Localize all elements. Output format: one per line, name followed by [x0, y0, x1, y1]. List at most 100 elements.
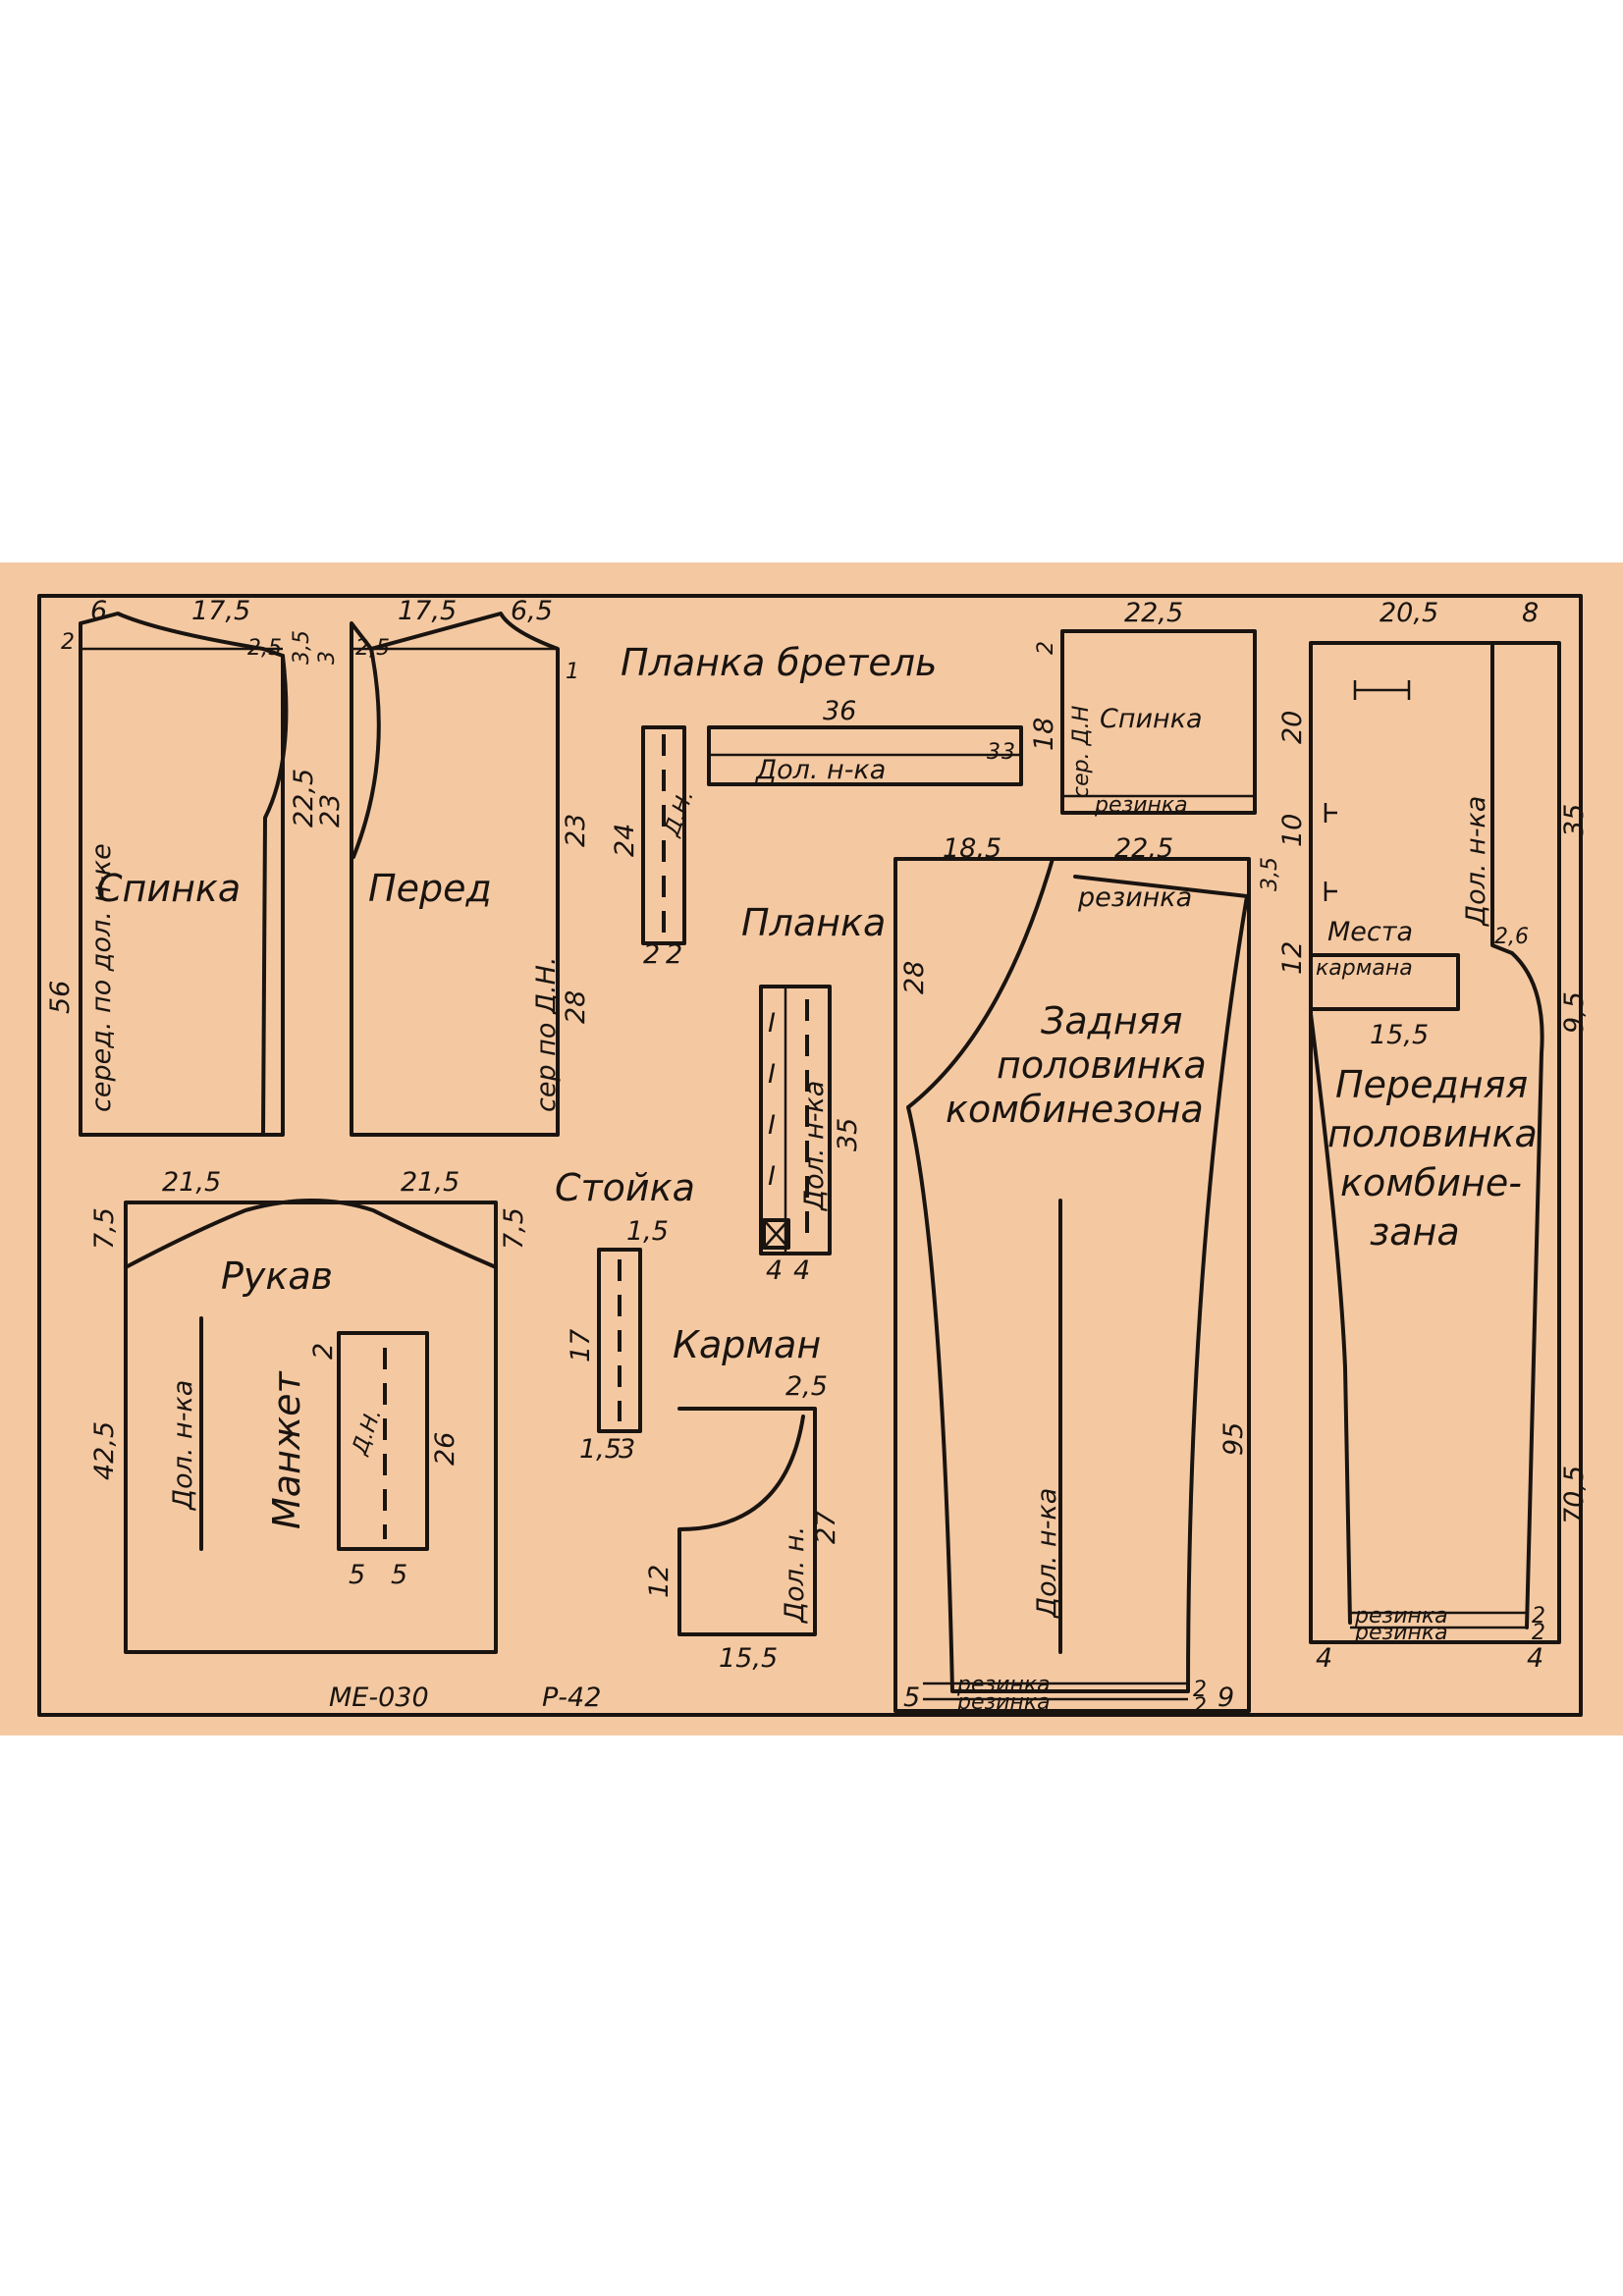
- placket-piece: Планка I I I I Дол. н-ка 35 4 4: [741, 901, 886, 1286]
- front-half-grain: Дол. н-ка: [1461, 796, 1491, 927]
- pocket-dim-height: 12: [644, 1565, 675, 1598]
- placket-dim-w2: 4: [793, 1255, 810, 1286]
- front-half-hem-band-1: резинка: [1354, 1604, 1448, 1629]
- stand-dim-top: 1,5: [626, 1216, 669, 1247]
- back-bodice-dim-side: 23: [315, 794, 346, 828]
- stand-piece: Стойка 1,5 17 1,5 3: [555, 1166, 695, 1465]
- back-half-title-line2: половинка: [997, 1043, 1207, 1087]
- cuff-dim-length: 26: [430, 1432, 460, 1466]
- front-half-pocket-line2: кармана: [1316, 956, 1413, 981]
- pocket-piece: Карман 2,5 12 Дол. н. 27 15,5: [644, 1323, 841, 1674]
- back-bodice-title: Спинка: [96, 867, 241, 910]
- back-half-band: резинка: [1077, 882, 1192, 913]
- back-half-dim-hem-left: 5: [903, 1682, 920, 1713]
- back-bodice-dim-top-right-2: 3: [315, 651, 340, 665]
- back-half-dim-crotch: 28: [899, 961, 930, 994]
- back-top-piece: 22,5 Спинка резинка сер. Д.Н 2 18: [1029, 598, 1257, 818]
- back-bodice-dim-length: 56: [45, 981, 76, 1014]
- back-half-dim-band: 3,5: [1258, 857, 1282, 891]
- pocket-dim-width: 15,5: [719, 1643, 778, 1674]
- back-top-title: Спинка: [1100, 704, 1203, 734]
- front-half-dim-bib: 20: [1277, 711, 1308, 744]
- front-half-title-line3: комбине-: [1340, 1161, 1522, 1204]
- pattern-drawing: 6 17,5 2 2,5 3,5 3 22,5 23 56 серед. по …: [0, 562, 1623, 1735]
- placket-mark-4: I: [768, 1161, 776, 1192]
- cuff-title: Манжет: [265, 1369, 308, 1529]
- strap-title: Планка бретель: [621, 641, 937, 684]
- back-bodice-fold-label: серед. по дол. н-ке: [86, 843, 117, 1112]
- sleeve-dim-cap-right: 7,5: [499, 1207, 529, 1250]
- back-bodice-dim-top-right: 3,5: [290, 630, 314, 665]
- paper-background: [0, 562, 1623, 1735]
- front-half-dim-crotch: 9,5: [1559, 991, 1590, 1034]
- front-bodice-dim-small: 1: [566, 660, 579, 684]
- front-half-dim-pocket-side: 12: [1277, 941, 1308, 975]
- strap-dim-width: 3: [987, 740, 1001, 765]
- back-top-dim-height: 18: [1029, 718, 1059, 751]
- back-top-dim-width: 22,5: [1124, 598, 1183, 628]
- sheet-border: [37, 594, 1583, 1717]
- placket-mark-2: I: [768, 1059, 776, 1090]
- back-bodice-dim-shoulder: 17,5: [191, 596, 250, 626]
- front-bodice-dim-side: 23: [561, 814, 591, 847]
- stand-dim-bottom-2: 3: [619, 1434, 635, 1465]
- back-half-hem-band-1: резинка: [956, 1673, 1051, 1697]
- front-bodice-dim-shoulder: 17,5: [398, 596, 457, 626]
- placket-title: Планка: [741, 901, 886, 944]
- front-bodice-dim-neck: 6,5: [511, 596, 553, 626]
- cuff-dim-w2: 5: [391, 1560, 407, 1590]
- back-bodice-dim-shoulder-drop: 2,5: [247, 636, 282, 661]
- front-half-dim-hem-right: 4: [1527, 1643, 1543, 1674]
- sleeve-dim-left: 21,5: [162, 1167, 221, 1198]
- back-top-dim-left: 2: [1034, 641, 1058, 655]
- back-half-piece: 18,5 22,5 резинка 3,5 28 Задняя половинк…: [893, 833, 1282, 1719]
- pattern-size: Р-42: [542, 1682, 601, 1713]
- sleeve-piece: 21,5 21,5 7,5 7,5 Рукав Дол. н-ка 42,5: [89, 1167, 529, 1654]
- front-half-dim-hem-left: 4: [1316, 1643, 1332, 1674]
- sleeve-title: Рукав: [221, 1255, 333, 1298]
- strap-grain: Дол. н-ка: [755, 755, 886, 785]
- placket-mark-3: I: [768, 1110, 776, 1141]
- back-half-title-line3: комбинезона: [946, 1088, 1204, 1131]
- front-half-title-line4: зана: [1370, 1210, 1460, 1254]
- back-bodice-dim-neck: 2: [61, 630, 75, 655]
- sleeve-grain: Дол. н-ка: [168, 1380, 198, 1511]
- front-half-dim-top: 20,5: [1380, 598, 1438, 628]
- strap-dim-length: 36: [823, 696, 856, 726]
- front-bodice-dim-drop: 2,5: [355, 636, 390, 661]
- front-bodice-piece: 17,5 6,5 2,5 1 23 сер по Д.Н. 28 Перед: [350, 596, 591, 1137]
- sleeve-dim-cap-left: 7,5: [89, 1207, 120, 1250]
- placket-dim-length: 35: [833, 1118, 863, 1151]
- cuff-dim-top: 2: [308, 1343, 339, 1360]
- placket-dim-w1: 4: [766, 1255, 783, 1286]
- front-bodice-title: Перед: [368, 867, 492, 910]
- pattern-sheet: 6 17,5 2 2,5 3,5 3 22,5 23 56 серед. по …: [0, 562, 1623, 1735]
- pattern-code: МЕ-030: [329, 1682, 429, 1713]
- back-half-dim-hem-r2: 2: [1193, 1694, 1207, 1719]
- front-bodice-dim-length: 28: [561, 990, 591, 1024]
- back-half-title-line1: Задняя: [1041, 999, 1183, 1042]
- front-half-title-line1: Передняя: [1335, 1063, 1528, 1106]
- front-half-pocket-line1: Места: [1327, 917, 1413, 947]
- back-half-dim-hem-right: 9: [1217, 1682, 1234, 1713]
- front-half-dim-band-2: 2: [1532, 1621, 1545, 1645]
- front-half-dim-pocket-top: 10: [1277, 814, 1308, 847]
- front-half-dim-length: 70,5: [1559, 1466, 1590, 1524]
- small-strip-dim-w2: 2: [666, 939, 682, 970]
- front-half-dim-notch: 2,6: [1494, 925, 1529, 949]
- back-bodice-dim-shoulder-offset: 6: [90, 596, 107, 626]
- placket-grain: Дол. н-ка: [799, 1081, 830, 1211]
- back-half-dim-length: 95: [1218, 1422, 1249, 1456]
- front-half-dim-strap: 8: [1522, 598, 1539, 628]
- front-half-title-line2: половинка: [1327, 1112, 1538, 1155]
- strap-piece: Планка бретель 36 Дол. н-ка 3 3: [621, 641, 1023, 786]
- pocket-title: Карман: [673, 1323, 821, 1366]
- back-top-band: резинка: [1094, 793, 1188, 818]
- pocket-dim-top: 2,5: [785, 1371, 828, 1402]
- cuff-dim-w1: 5: [349, 1560, 365, 1590]
- back-half-hem-band-2: резинка: [956, 1690, 1051, 1715]
- front-half-piece: 20,5 8 20 10 12 35 2,6 9,5 Места кармана…: [1277, 598, 1590, 1674]
- front-half-dim-pocket-width: 15,5: [1370, 1020, 1429, 1050]
- front-half-dim-strap-length: 35: [1559, 804, 1590, 837]
- front-bodice-fold-label: сер по Д.Н.: [531, 957, 562, 1113]
